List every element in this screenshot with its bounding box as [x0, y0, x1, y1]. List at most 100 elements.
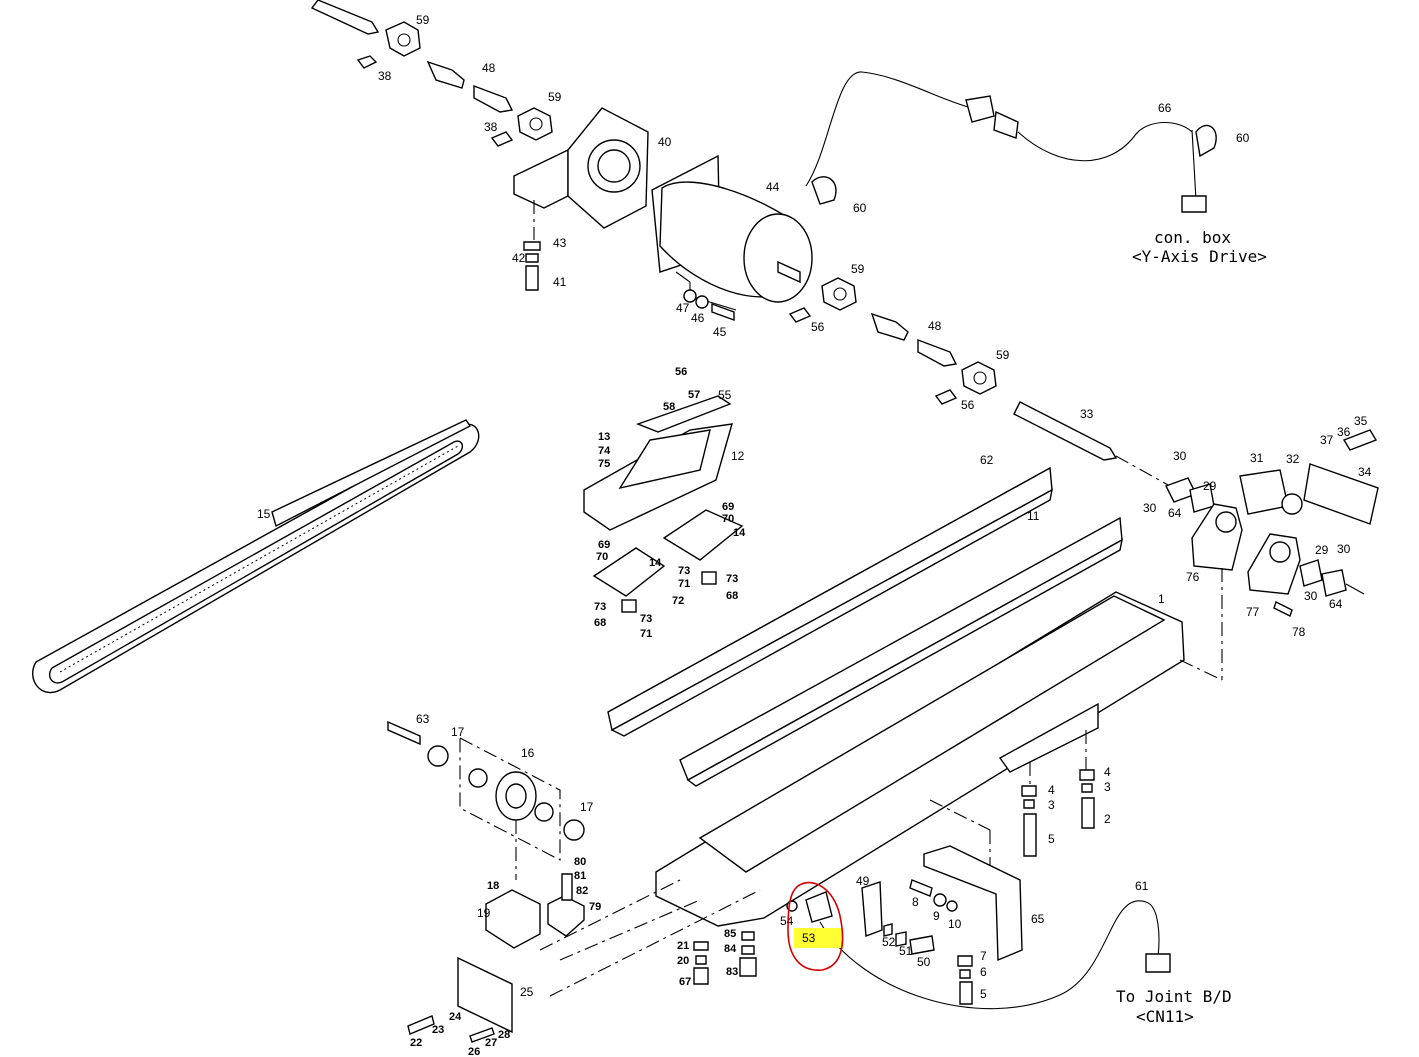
part-label-63: 63 [416, 712, 430, 726]
part-label-25: 25 [520, 985, 534, 999]
part-label-62: 62 [980, 453, 994, 467]
y-axis-drive-label: <Y-Axis Drive> [1132, 247, 1267, 266]
part-label-9: 9 [933, 909, 940, 923]
part-label-37: 37 [1320, 433, 1334, 447]
cn11-label: <CN11> [1136, 1007, 1194, 1026]
part-label-30: 30 [1304, 589, 1318, 603]
part-label-4: 4 [1104, 765, 1111, 779]
part-label-29: 29 [1203, 479, 1217, 493]
fastener-label-22: 22 [410, 1037, 422, 1049]
part-label-59: 59 [548, 90, 562, 104]
fastener-label-82: 82 [576, 885, 588, 897]
part-label-42: 42 [512, 251, 526, 265]
part-label-5: 5 [1048, 832, 1055, 846]
fastener-label-26: 26 [468, 1046, 480, 1057]
fastener-label-69: 69 [722, 501, 734, 513]
part-label-46: 46 [691, 311, 705, 325]
to-joint-label: To Joint B/D [1116, 987, 1232, 1006]
linear-rails [607, 466, 1123, 787]
fastener-label-24: 24 [449, 1011, 462, 1023]
part-label-61: 61 [1135, 879, 1149, 893]
part-label-34: 34 [1358, 465, 1372, 479]
part-label-59: 59 [996, 348, 1010, 362]
part-label-54: 54 [780, 914, 794, 928]
fastener-label-70: 70 [596, 551, 608, 563]
fastener-label-83: 83 [726, 966, 738, 978]
part-label-44: 44 [766, 180, 780, 194]
part-label-29: 29 [1315, 543, 1329, 557]
part-label-31: 31 [1250, 451, 1264, 465]
part-label-60: 60 [1236, 131, 1250, 145]
fastener-label-73: 73 [726, 573, 738, 585]
fastener-label-71: 71 [678, 578, 690, 590]
part-label-15: 15 [257, 507, 271, 521]
fastener-label-13: 13 [598, 431, 610, 443]
motor-cable-66 [805, 71, 1217, 213]
fastener-label-58: 58 [663, 401, 675, 413]
part-label-1: 1 [1158, 592, 1165, 606]
part-label-30: 30 [1337, 542, 1351, 556]
pulley-assembly-right [1165, 429, 1379, 680]
fastener-label-73: 73 [640, 613, 652, 625]
timing-belt-15 [31, 419, 480, 694]
motor-bracket [513, 107, 649, 291]
part-label-33: 33 [1080, 407, 1094, 421]
part-label-8: 8 [912, 895, 919, 909]
fastener-label-18: 18 [487, 880, 499, 892]
part-label-11: 11 [1027, 509, 1040, 523]
part-label-48: 48 [482, 61, 496, 75]
right-shaft-assembly [788, 277, 1171, 487]
part-label-78: 78 [1292, 625, 1306, 639]
part-label-30: 30 [1143, 501, 1157, 515]
part-label-16: 16 [521, 746, 535, 760]
part-label-50: 50 [917, 955, 931, 969]
fastener-label-73: 73 [678, 565, 690, 577]
fastener-label-85: 85 [724, 928, 736, 940]
part-label-52: 52 [882, 935, 896, 949]
fastener-label-67: 67 [679, 976, 691, 988]
part-label-17: 17 [451, 725, 465, 739]
part-label-65: 65 [1031, 912, 1045, 926]
part-label-76: 76 [1186, 570, 1200, 584]
part-label-51: 51 [899, 944, 913, 958]
fastener-label-75: 75 [598, 458, 610, 470]
fastener-label-84: 84 [724, 943, 737, 955]
part-label-30: 30 [1173, 449, 1187, 463]
part-label-10: 10 [948, 917, 962, 931]
part-label-3: 3 [1048, 798, 1055, 812]
fastener-label-70: 70 [722, 513, 734, 525]
motor-44 [651, 154, 813, 321]
fastener-label-74: 74 [598, 445, 611, 457]
fastener-label-14: 14 [649, 557, 662, 569]
part-label-6: 6 [980, 965, 987, 979]
fastener-label-28: 28 [498, 1029, 510, 1041]
part-label-5: 5 [980, 987, 987, 1001]
part-label-36: 36 [1337, 425, 1351, 439]
fastener-label-80: 80 [574, 856, 586, 868]
part-label-66: 66 [1158, 101, 1172, 115]
fastener-label-81: 81 [574, 870, 586, 882]
highlight-red-circle [787, 881, 844, 971]
part-label-7: 7 [980, 949, 987, 963]
part-label-59: 59 [416, 13, 430, 27]
part-label-2: 2 [1104, 812, 1111, 826]
part-label-45: 45 [713, 325, 727, 339]
part-label-64: 64 [1329, 597, 1343, 611]
part-label-77: 77 [1246, 605, 1260, 619]
part-label-47: 47 [676, 301, 690, 315]
highlight-part-53: 53 [787, 881, 844, 971]
fastener-label-21: 21 [677, 940, 689, 952]
part-label-38: 38 [484, 120, 498, 134]
fastener-label-72: 72 [672, 595, 684, 607]
fastener-label-73: 73 [594, 601, 606, 613]
part-label-59: 59 [851, 262, 865, 276]
fastener-label-57: 57 [688, 389, 700, 401]
fastener-label-27: 27 [485, 1037, 497, 1049]
fastener-label-56: 56 [675, 366, 687, 378]
fastener-label-68: 68 [726, 590, 738, 602]
part-label-3: 3 [1104, 780, 1111, 794]
sensor-and-cable-61 [786, 881, 1171, 1010]
